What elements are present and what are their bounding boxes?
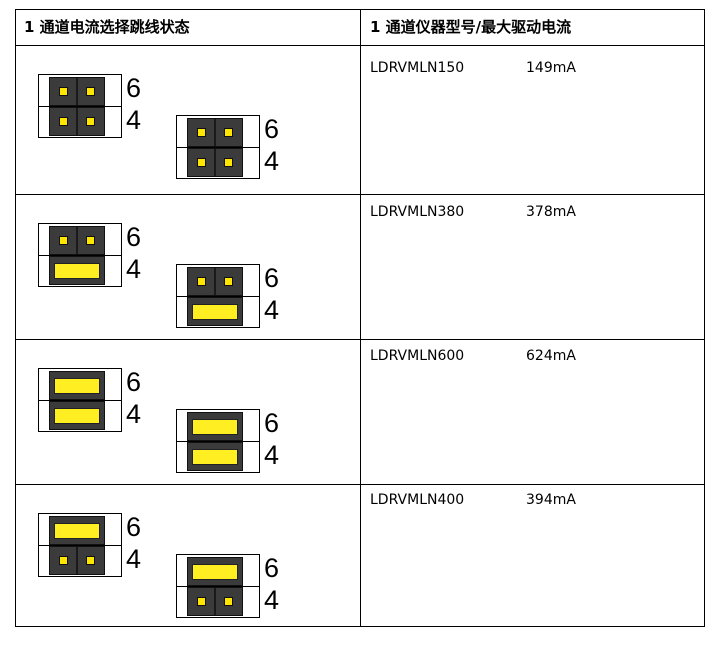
- pin-icon: [197, 597, 206, 606]
- pin-divider: [76, 78, 78, 105]
- pin-icon: [197, 128, 206, 137]
- pin-icon: [224, 128, 233, 137]
- pin-icon: [224, 277, 233, 286]
- frame-midline: [39, 255, 121, 256]
- pin-label-6: 6: [126, 512, 142, 542]
- max-current: 394mA: [526, 492, 576, 508]
- frame-midline: [39, 106, 121, 107]
- jumper-cap-icon: [192, 449, 238, 465]
- pin-label-4: 4: [126, 544, 142, 574]
- pin-label-4: 4: [264, 440, 280, 470]
- model-name: LDRVMLN150: [370, 60, 465, 76]
- frame-midline: [177, 441, 259, 442]
- pin-label-6: 6: [264, 263, 280, 293]
- pin-label-4: 4: [126, 254, 142, 284]
- pin-pair-block: [187, 587, 243, 616]
- pin-icon: [86, 117, 95, 126]
- frame-midline: [177, 147, 259, 148]
- pin-icon: [197, 277, 206, 286]
- pin-label-6: 6: [126, 367, 142, 397]
- frame-midline: [39, 545, 121, 546]
- jumper-cap-icon: [54, 523, 100, 539]
- pin-label-6: 6: [126, 222, 142, 252]
- header-jumper-state: 1 通道电流选择跳线状态: [24, 18, 190, 36]
- pin-pair-block: [49, 546, 105, 575]
- jumper-cap-icon: [192, 304, 238, 320]
- jumper-cap-icon: [192, 564, 238, 580]
- row-divider: [16, 339, 704, 340]
- pin-label-4: 4: [264, 295, 280, 325]
- pin-pair-block: [49, 107, 105, 136]
- jumper-cap-icon: [54, 408, 100, 424]
- max-current: 378mA: [526, 204, 576, 220]
- pin-icon: [59, 236, 68, 245]
- frame-midline: [177, 296, 259, 297]
- jumper-cap-housing: [187, 412, 243, 441]
- model-name: LDRVMLN600: [370, 348, 465, 364]
- pin-divider: [214, 268, 216, 295]
- pin-icon: [59, 117, 68, 126]
- row-divider: [16, 45, 704, 46]
- jumper-cap-icon: [54, 378, 100, 394]
- model-name: LDRVMLN400: [370, 492, 465, 508]
- pin-label-6: 6: [264, 408, 280, 438]
- jumper-table: 1 通道电流选择跳线状态 1 通道仪器型号/最大驱动电流 LDRVMLN150 …: [15, 9, 705, 627]
- pin-pair-block: [49, 77, 105, 106]
- pin-divider: [76, 547, 78, 574]
- pin-divider: [214, 588, 216, 615]
- pin-label-4: 4: [264, 146, 280, 176]
- jumper-cap-housing: [49, 401, 105, 430]
- jumper-cap-housing: [49, 516, 105, 545]
- jumper-cap-housing: [187, 557, 243, 586]
- pin-pair-block: [187, 148, 243, 177]
- pin-label-4: 4: [126, 399, 142, 429]
- pin-icon: [197, 158, 206, 167]
- jumper-cap-housing: [187, 297, 243, 326]
- frame-midline: [177, 586, 259, 587]
- pin-pair-block: [187, 118, 243, 147]
- model-name: LDRVMLN380: [370, 204, 465, 220]
- row-divider: [16, 194, 704, 195]
- jumper-cap-housing: [187, 442, 243, 471]
- frame-midline: [39, 400, 121, 401]
- pin-pair-block: [187, 267, 243, 296]
- pin-icon: [86, 87, 95, 96]
- row-divider: [16, 484, 704, 485]
- pin-divider: [214, 149, 216, 176]
- pin-label-6: 6: [264, 553, 280, 583]
- pin-label-6: 6: [126, 73, 142, 103]
- pin-label-6: 6: [264, 114, 280, 144]
- pin-divider: [76, 227, 78, 254]
- pin-label-4: 4: [264, 585, 280, 615]
- pin-pair-block: [49, 226, 105, 255]
- jumper-cap-icon: [192, 419, 238, 435]
- column-divider: [360, 10, 361, 626]
- pin-icon: [86, 236, 95, 245]
- pin-divider: [76, 108, 78, 135]
- max-current: 624mA: [526, 348, 576, 364]
- jumper-cap-icon: [54, 263, 100, 279]
- header-model-current: 1 通道仪器型号/最大驱动电流: [370, 18, 572, 36]
- jumper-cap-housing: [49, 256, 105, 285]
- pin-icon: [224, 597, 233, 606]
- pin-icon: [59, 87, 68, 96]
- pin-icon: [86, 556, 95, 565]
- max-current: 149mA: [526, 60, 576, 76]
- jumper-cap-housing: [49, 371, 105, 400]
- pin-icon: [59, 556, 68, 565]
- pin-divider: [214, 119, 216, 146]
- pin-icon: [224, 158, 233, 167]
- pin-label-4: 4: [126, 105, 142, 135]
